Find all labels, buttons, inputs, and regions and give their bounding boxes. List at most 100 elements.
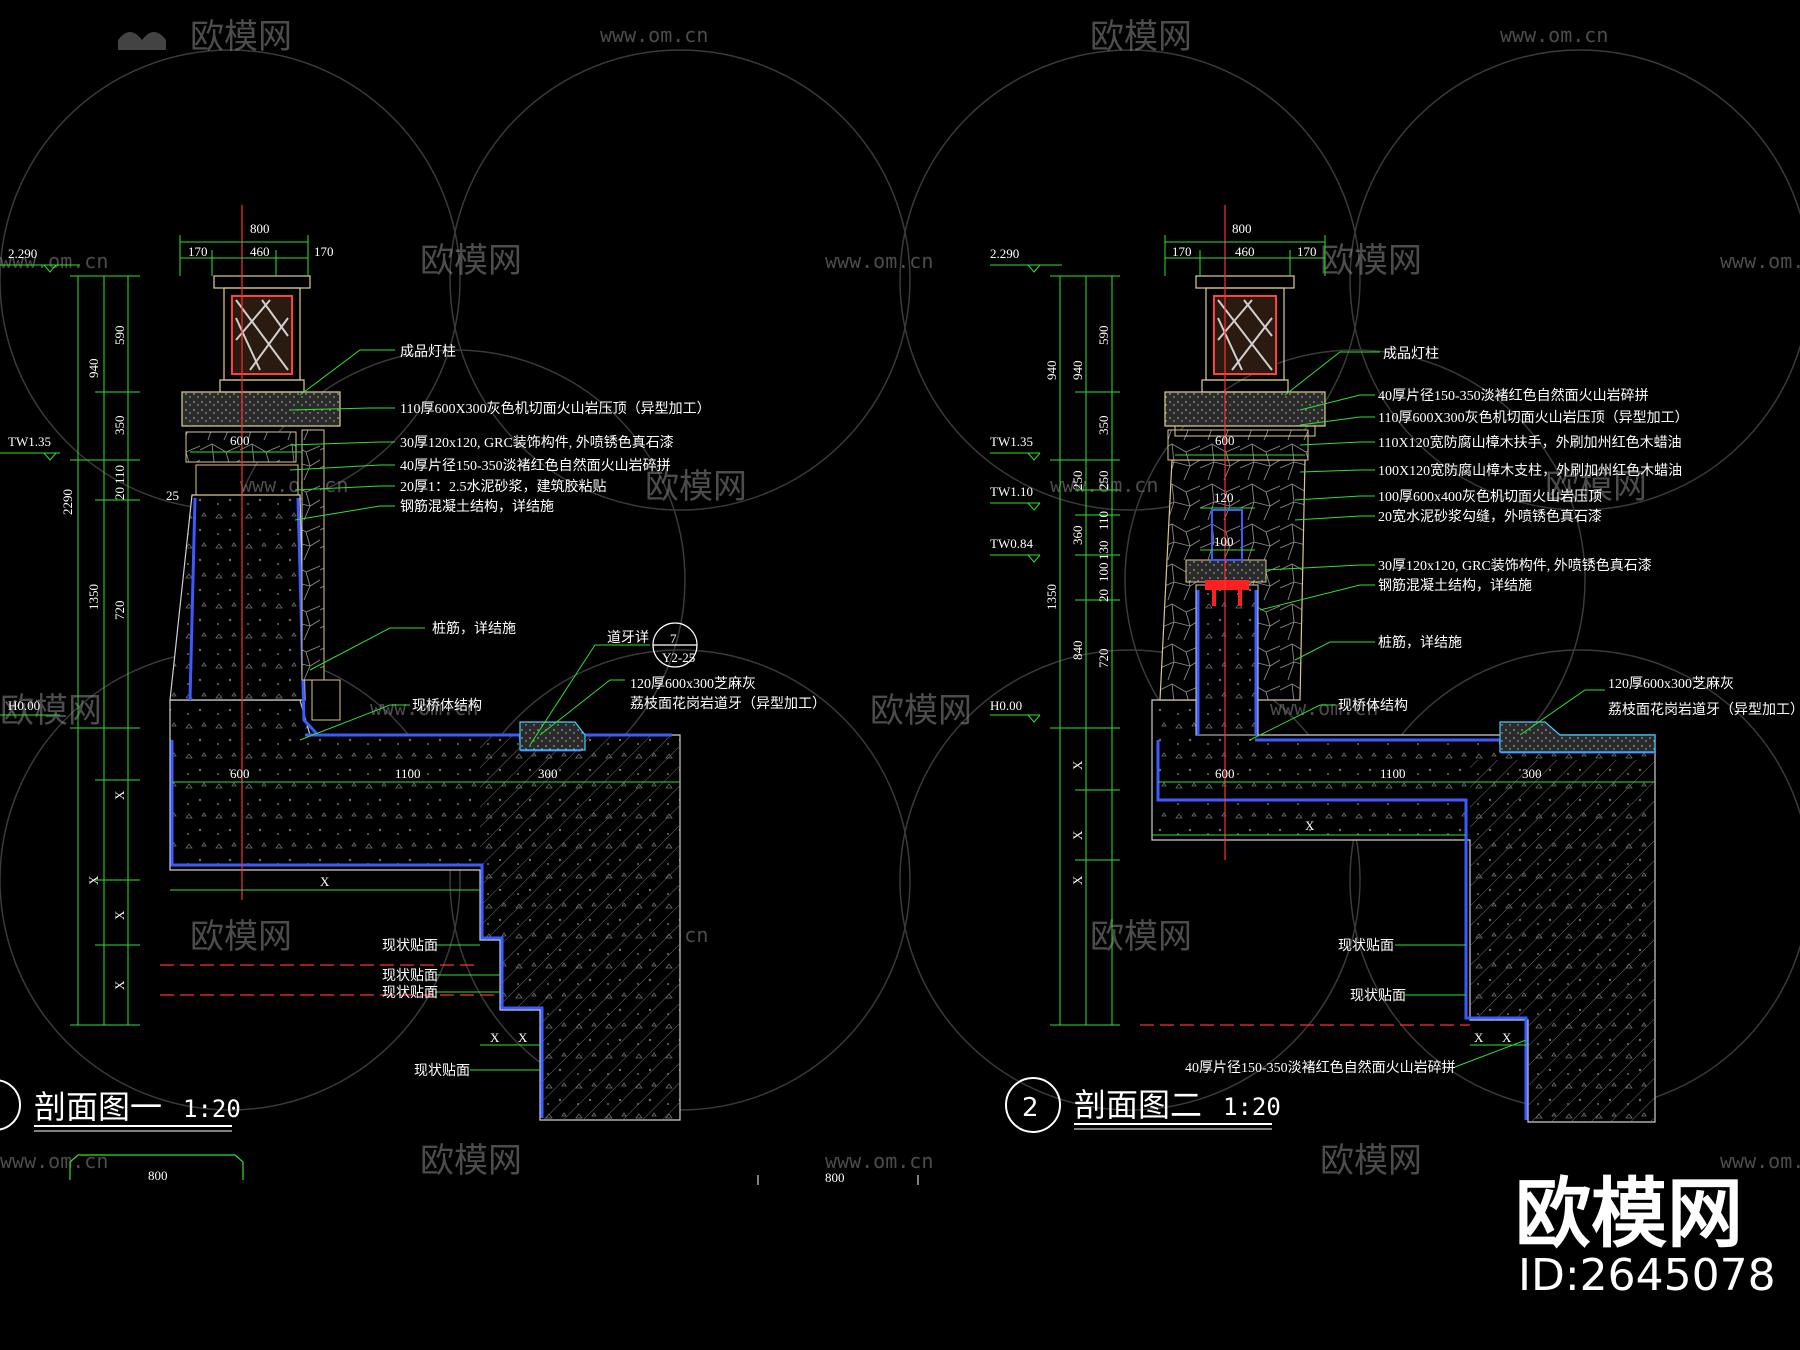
watermark-url: www.om.cn [0,1149,108,1173]
section2-dim-v: 110 [1096,511,1111,530]
watermark-brand: 欧模网 [190,917,292,957]
section2-dim-v: 130 [1096,541,1111,561]
section2-dim-v: 20 [1096,589,1111,602]
section2-dim-small: 600 [1215,433,1235,448]
watermark-brand: 欧模网 [0,691,102,731]
section1-dim-v: X [112,910,127,920]
section-1: 2.290 TW1.35 H0.00 800 170 460 170 590 9… [0,205,826,1183]
section2-dim-right: 170 [1297,244,1317,259]
watermark-brand: 欧模网 [645,467,747,507]
section1-dim-v: X [86,875,101,885]
section1-dim-left: 170 [188,244,208,259]
section2-dim-h: X [1305,818,1315,833]
section2-dim-h: 300 [1522,766,1542,781]
section1-callout: 现状贴面 [382,985,438,1001]
section1-dim-v: 2290 [60,489,75,515]
detail-ref-label: 道牙详 [607,630,649,646]
section1-callout: 现状贴面 [382,938,438,954]
section2-dim-h: 600 [1215,766,1235,781]
watermark-url: www.om.cn [0,249,108,273]
section2-dim-v: X [1070,760,1085,770]
watermark-brand: 欧模网 [1320,1141,1422,1181]
section1-dim-v: 940 [86,359,101,379]
section1-callout: 120厚600x300芝麻灰 [630,676,756,692]
section1-dim-v: 590 [112,326,127,346]
watermark-brand: 欧模网 [420,241,522,281]
section2-dim-mid: 460 [1235,244,1255,259]
watermark-url: www.om.cn [1050,473,1158,497]
section2-level: H0.00 [990,698,1022,713]
detail-ref-num: 7 [670,631,677,646]
section1-callout: 110厚600X300灰色机切面火山岩压顶（异型加工） [400,400,711,417]
section2-callout: 40厚片径150-350淡褚红色自然面火山岩碎拼 [1378,387,1649,404]
section2-dim-v: 100 [1096,563,1111,583]
section2-dim-total: 800 [1232,221,1252,236]
section2-dim-small: 100 [1214,534,1234,549]
section2-lamp-base [1201,379,1289,393]
section1-dim-mid: 460 [250,244,270,259]
section2-level: 2.290 [990,246,1019,261]
section1-dim-v: 110 [112,465,127,484]
section2-dim-v: 250 [1070,471,1085,491]
section2-waterproof-line [1156,740,1528,1120]
section1-scale: 1:20 [183,1095,241,1123]
section1-dim-v: X [112,790,127,800]
section2-callout: 100X120宽防腐山樟木支柱，外刷加州红色木蜡油 [1378,462,1682,479]
section2-level: TW1.35 [990,434,1033,449]
section2-dim-v: X [1070,875,1085,885]
section1-dim-h: 1100 [395,766,421,781]
section2-callout: 20宽水泥砂浆勾缝，外喷锈色真石漆 [1378,508,1602,525]
section1-dim-v: 1350 [86,584,101,610]
section1-callout: 现状贴面 [382,968,438,984]
section1-dim-small: 600 [230,433,250,448]
section2-callout: 现桥体结构 [1338,698,1408,714]
section1-callout: 荔枝面花岗岩道牙（异型加工） [630,696,826,712]
section2-dim-v: 590 [1096,326,1111,346]
section1-level-h: H0.00 [8,698,40,713]
section2-scale: 1:20 [1223,1093,1281,1121]
section1-dim-h: 300 [538,766,558,781]
section2-dim-v: 940 [1044,361,1059,381]
section2-callout: 120厚600x300芝麻灰 [1608,676,1734,692]
section2-callout: 100厚600x400灰色机切面火山岩压顶 [1378,488,1602,505]
section2-callout: 荔枝面花岗岩道牙（异型加工） [1608,702,1800,718]
section1-number-bubble [0,1079,21,1131]
watermark-url: www.om.cn [1720,249,1800,273]
corner-brand-id: ID:2645078 [1518,1250,1776,1301]
watermark-brand: 欧模网 [1090,917,1192,957]
section2-number: 2 [1022,1093,1039,1123]
section2-dim-v: 250 [1096,471,1111,491]
section1-waterproof-line [170,740,544,1118]
watermark-url: www.om.cn [1500,23,1608,47]
section1-callout: 桩筋，详结施 [432,620,516,637]
section2-callout: 30厚120x120, GRC装饰构件, 外喷锈色真石漆 [1378,557,1652,574]
section1-detail-ref: 道牙详 7 Y2-25 [607,622,698,668]
section1-level-top: 2.290 [8,246,37,261]
section1-dim-v: 350 [112,416,127,436]
section1-dim-total: 800 [250,221,270,236]
section1-title: 剖面图一 [34,1088,162,1126]
watermark-brand: 欧模网 [190,17,292,57]
section2-callout: 钢筋混凝土结构，详结施 [1378,577,1532,594]
section1-callout: 现桥体结构 [412,698,482,714]
section1-dim-small: 25 [166,488,179,503]
section1-callout: 30厚120x120, GRC装饰构件, 外喷锈色真石漆 [400,434,674,451]
section2-dim-small: 120 [1214,490,1234,505]
section2-dim-h: X [1502,1030,1512,1045]
section1-lamp-base [219,379,305,393]
section1-dim-v: 20 [112,487,127,500]
watermark-brand: 欧模网 [1320,241,1422,281]
section1-callout: 钢筋混凝土结构，详结施 [400,498,554,515]
section2-dim-v: X [1070,830,1085,840]
section2-callout: 现状贴面 [1338,938,1394,954]
section2-leaders [1249,351,1605,1068]
section-2: 2.290 TW1.35 TW1.10 TW0.84 H0.00 800 170… [757,205,1800,1185]
section2-dim-h: X [1474,1030,1484,1045]
section1-dim-v: X [112,980,127,990]
section2-dim-left: 170 [1172,244,1192,259]
section2-cap [1164,391,1326,427]
section2-callout: 110X120宽防腐山樟木扶手，外刷加州红色木蜡油 [1378,434,1682,451]
section2-curb [1499,721,1656,753]
section2-title: 剖面图二 [1074,1086,1202,1124]
watermark-brand: 欧模网 [420,1141,522,1181]
